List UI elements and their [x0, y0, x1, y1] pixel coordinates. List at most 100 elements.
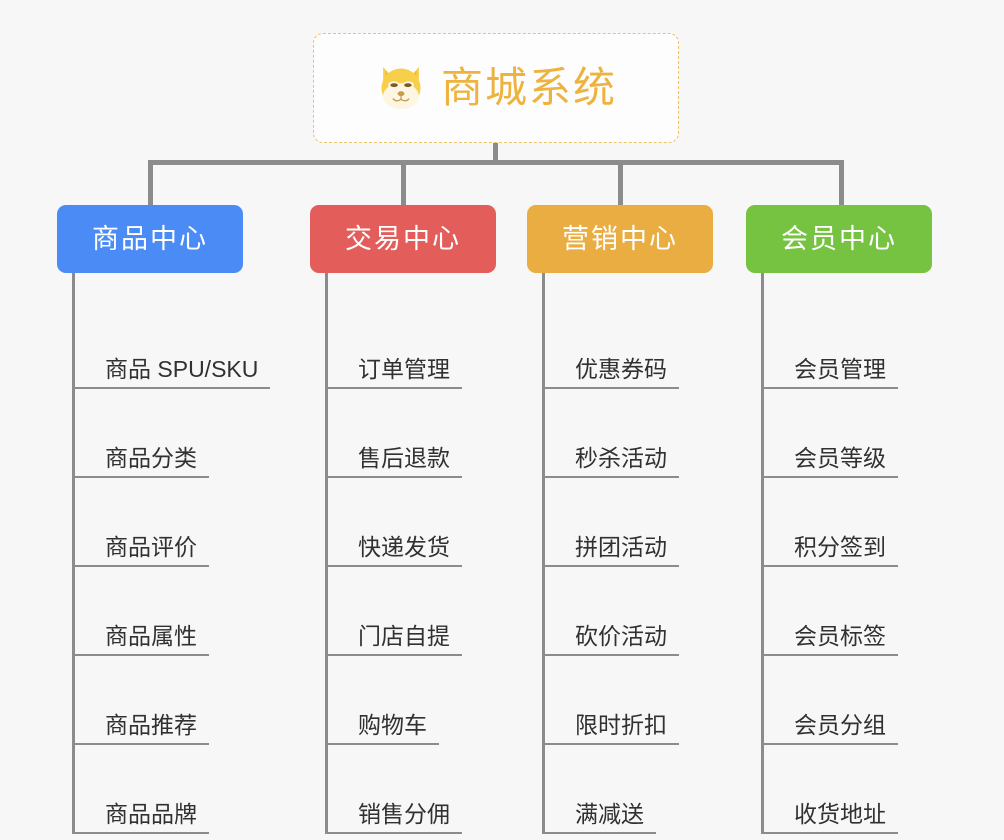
- leaf-item-label: 会员等级: [794, 444, 886, 471]
- column-marketing-center: 营销中心 优惠券码 秒杀活动 拼团活动 砍价活动 限时折扣: [527, 205, 713, 834]
- root-node-label: 商城系统: [440, 64, 617, 111]
- leaf-underline: [72, 476, 209, 478]
- shiba-dog-face-icon: [381, 66, 421, 110]
- leaf-underline: [761, 387, 898, 389]
- leaf-item-label: 会员分组: [794, 711, 886, 738]
- category-header-marketing-center[interactable]: 营销中心: [527, 205, 713, 273]
- leaf-underline: [325, 565, 462, 567]
- leaf-underline: [542, 387, 679, 389]
- column-member-center: 会员中心 会员管理 会员等级 积分签到 会员标签 会员分组: [746, 205, 932, 834]
- leaf-underline: [761, 476, 898, 478]
- leaf-item[interactable]: 商品分类: [72, 389, 243, 478]
- leaf-item-label: 订单管理: [358, 355, 450, 382]
- column-trade-center: 交易中心 订单管理 售后退款 快递发货 门店自提 购物车: [310, 205, 496, 834]
- leaf-item[interactable]: 商品品牌: [72, 745, 243, 834]
- connector-horizontal-bar: [148, 160, 844, 165]
- leaf-item[interactable]: 积分签到: [761, 478, 932, 567]
- leaf-item[interactable]: 会员标签: [761, 567, 932, 656]
- leaf-item[interactable]: 商品 SPU/SKU: [72, 300, 270, 389]
- leaf-underline: [542, 654, 679, 656]
- leaf-item-label: 收货地址: [794, 800, 886, 827]
- leaf-list-trade-center: 订单管理 售后退款 快递发货 门店自提 购物车 销售分佣: [325, 273, 496, 834]
- leaf-underline: [72, 743, 209, 745]
- leaf-item[interactable]: 满减送: [542, 745, 713, 834]
- leaf-item-label: 商品评价: [105, 533, 197, 560]
- root-node[interactable]: 商城系统: [313, 33, 679, 143]
- leaf-item-label: 门店自提: [358, 622, 450, 649]
- leaf-underline: [72, 654, 209, 656]
- leaf-underline: [325, 832, 462, 834]
- leaf-item[interactable]: 砍价活动: [542, 567, 713, 656]
- leaf-item[interactable]: 收货地址: [761, 745, 932, 834]
- leaf-item-label: 快递发货: [358, 533, 450, 560]
- leaf-item-label: 销售分佣: [358, 800, 450, 827]
- leaf-item[interactable]: 会员分组: [761, 656, 932, 745]
- leaf-list-marketing-center: 优惠券码 秒杀活动 拼团活动 砍价活动 限时折扣 满减送: [542, 273, 713, 834]
- leaf-underline: [325, 743, 439, 745]
- leaf-item[interactable]: 门店自提: [325, 567, 496, 656]
- leaf-underline: [72, 565, 209, 567]
- leaf-underline: [761, 832, 898, 834]
- leaf-underline: [325, 387, 462, 389]
- category-header-member-center[interactable]: 会员中心: [746, 205, 932, 273]
- leaf-spine: [325, 273, 328, 834]
- leaf-item-label: 砍价活动: [575, 622, 667, 649]
- leaf-underline: [72, 387, 270, 389]
- leaf-item[interactable]: 订单管理: [325, 300, 496, 389]
- leaf-item[interactable]: 销售分佣: [325, 745, 496, 834]
- leaf-spine: [72, 273, 75, 834]
- leaf-underline: [761, 743, 898, 745]
- connector-drop-product-center: [148, 160, 153, 205]
- leaf-item-label: 限时折扣: [575, 711, 667, 738]
- leaf-item-label: 拼团活动: [575, 533, 667, 560]
- leaf-item[interactable]: 会员管理: [761, 300, 932, 389]
- leaf-item[interactable]: 限时折扣: [542, 656, 713, 745]
- leaf-item[interactable]: 拼团活动: [542, 478, 713, 567]
- leaf-item-label: 满减送: [575, 800, 644, 827]
- leaf-underline: [542, 565, 679, 567]
- category-header-label: 会员中心: [781, 223, 897, 254]
- leaf-item-label: 商品 SPU/SKU: [105, 355, 259, 382]
- leaf-item-label: 会员标签: [794, 622, 886, 649]
- leaf-item-label: 秒杀活动: [575, 444, 667, 471]
- leaf-item[interactable]: 售后退款: [325, 389, 496, 478]
- leaf-item[interactable]: 优惠券码: [542, 300, 713, 389]
- leaf-list-product-center: 商品 SPU/SKU 商品分类 商品评价 商品属性 商品推荐 商品品牌: [72, 273, 270, 834]
- connector-root-stem: [493, 143, 498, 165]
- leaf-list-member-center: 会员管理 会员等级 积分签到 会员标签 会员分组 收货地址: [761, 273, 932, 834]
- leaf-item-label: 会员管理: [794, 355, 886, 382]
- leaf-item-label: 积分签到: [794, 533, 886, 560]
- column-product-center: 商品中心 商品 SPU/SKU 商品分类 商品评价 商品属性 商品推荐: [57, 205, 270, 834]
- leaf-underline: [542, 743, 679, 745]
- category-header-trade-center[interactable]: 交易中心: [310, 205, 496, 273]
- leaf-item[interactable]: 商品评价: [72, 478, 243, 567]
- category-header-label: 商品中心: [92, 223, 208, 254]
- leaf-item[interactable]: 秒杀活动: [542, 389, 713, 478]
- leaf-spine: [542, 273, 545, 834]
- leaf-underline: [761, 654, 898, 656]
- category-header-product-center[interactable]: 商品中心: [57, 205, 243, 273]
- leaf-item[interactable]: 快递发货: [325, 478, 496, 567]
- connector-drop-member-center: [839, 160, 844, 205]
- category-header-label: 营销中心: [562, 223, 678, 254]
- leaf-item-label: 购物车: [358, 711, 427, 738]
- leaf-underline: [325, 654, 462, 656]
- leaf-spine: [761, 273, 764, 834]
- leaf-underline: [72, 832, 209, 834]
- leaf-item[interactable]: 商品推荐: [72, 656, 243, 745]
- leaf-item-label: 商品属性: [105, 622, 197, 649]
- leaf-item-label: 优惠券码: [575, 355, 667, 382]
- leaf-item[interactable]: 购物车: [325, 656, 496, 745]
- leaf-item-label: 商品推荐: [105, 711, 197, 738]
- leaf-item-label: 商品分类: [105, 444, 197, 471]
- leaf-underline: [761, 565, 898, 567]
- connector-drop-trade-center: [401, 160, 406, 205]
- leaf-item-label: 商品品牌: [105, 800, 197, 827]
- leaf-underline: [542, 476, 679, 478]
- leaf-item-label: 售后退款: [358, 444, 450, 471]
- leaf-item[interactable]: 会员等级: [761, 389, 932, 478]
- category-header-label: 交易中心: [345, 223, 461, 254]
- leaf-item[interactable]: 商品属性: [72, 567, 243, 656]
- connector-drop-marketing-center: [618, 160, 623, 205]
